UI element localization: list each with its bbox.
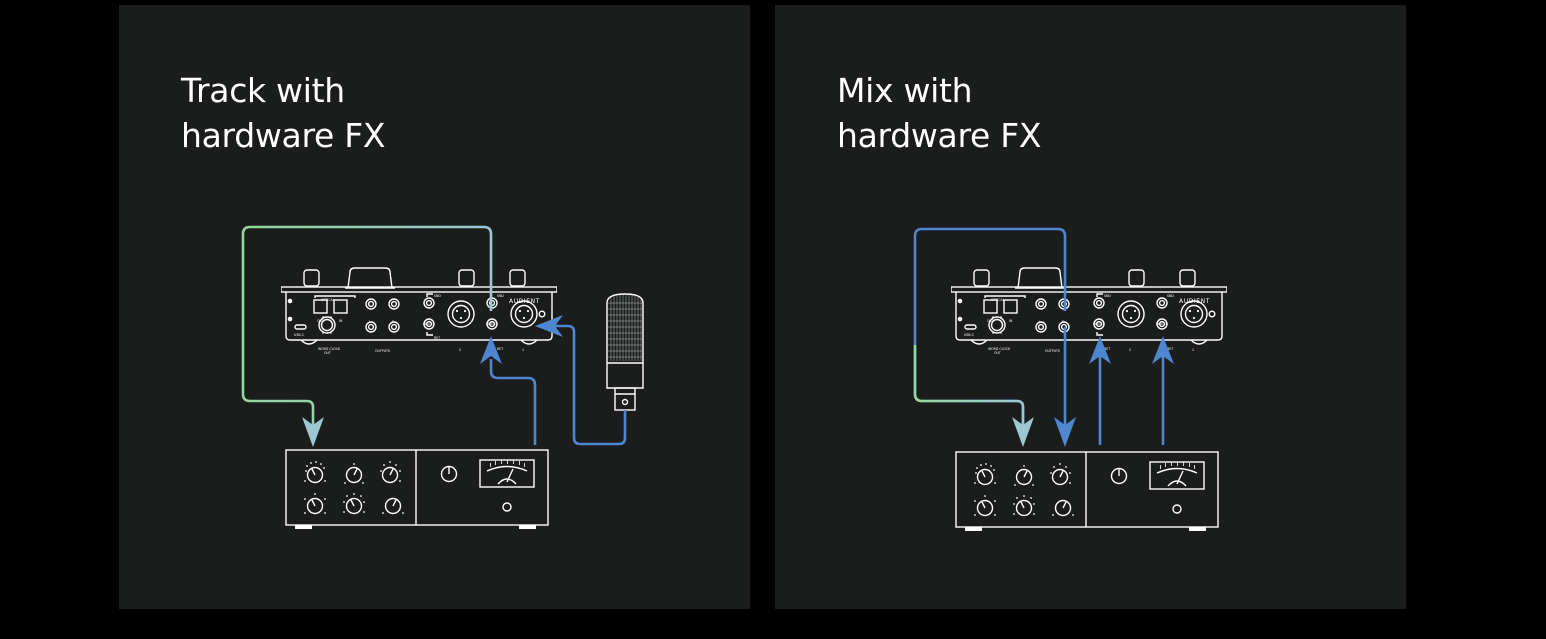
panel-title-line-2: hardware FX [181,116,386,155]
label-insert-1: INSERT [1156,322,1167,326]
brand-label: AUDIENT [509,298,540,305]
panel-track-with-hardware-fx: Track with hardware FX OPTICAL OUT IN US… [119,5,750,609]
label-insert-1: INSERT [486,322,497,326]
label-insert-2: INSERT [1093,322,1104,326]
hardware-fx-unit-illustration [955,451,1219,531]
send-cable-to-fx [241,225,493,433]
brand-label: AUDIENT [1179,298,1210,305]
label-output-r: R [1062,320,1065,324]
mix-routing-diagram: OPTICAL OUT IN USB-C WORD CLOCK OUT L R … [913,227,1227,531]
label-channel-2: 2 [1129,348,1131,352]
panel-title-line-1: Track with [181,71,345,110]
panel-title-line-1: Mix with [837,71,973,110]
panel-title-line-2: hardware FX [837,116,1042,155]
label-insert-2: INSERT [423,322,434,326]
interface-labels: OPTICAL OUT IN USB-C WORD CLOCK OUT L R … [294,294,540,355]
label-word-clock-out: OUT [324,351,331,355]
microphone-illustration [606,293,644,411]
return-ch2-arrowhead [1089,336,1111,364]
audio-interface-illustration [281,267,557,345]
label-output-r: R [392,320,395,324]
label-word-clock-out: OUT [994,351,1001,355]
label-snd-2: SND [1104,294,1111,298]
label-outputs: OUTPUTS [1045,349,1060,353]
panel-title: Track with hardware FX [181,68,386,158]
label-usb-c: USB-C [294,333,305,337]
label-word-clock: WORD CLOCK [318,347,341,351]
audio-interface-illustration [951,267,1227,345]
label-channel-1: 1 [522,348,524,352]
right-output-arrowhead [1054,417,1076,447]
return-cable-from-fx [489,359,537,445]
panel-title: Mix with hardware FX [837,68,1042,158]
label-output-l: L [369,320,371,324]
label-word-clock: WORD CLOCK [988,347,1011,351]
mic-cable [550,324,627,446]
label-optical-in: IN [339,319,343,323]
label-optical-in: IN [1009,319,1013,323]
hardware-fx-unit-illustration [285,449,549,529]
label-optical: OPTICAL [321,298,335,302]
left-output-arrowhead [1012,417,1034,447]
label-snd-1: SND [1167,294,1174,298]
label-channel-2: 2 [459,348,461,352]
mic-cable-arrowhead [535,315,563,337]
send-cable-arrowhead [302,417,324,447]
panel-mix-with-hardware-fx: Mix with hardware FX OPTICAL OUT IN USB-… [775,5,1406,609]
label-output-l: L [1039,320,1041,324]
return-cable-arrowhead [480,336,502,364]
label-optical-out: OUT [317,319,324,323]
label-channel-1: 1 [1192,348,1194,352]
label-ret-1: RET [1167,347,1173,351]
label-ret-2: RET [1104,347,1110,351]
label-optical-out: OUT [987,319,994,323]
label-ret-2: RET [434,336,440,340]
label-usb-c: USB-C [964,333,975,337]
return-ch1-arrowhead [1152,336,1174,364]
track-routing-diagram: OPTICAL OUT IN USB-C WORD CLOCK OUT L R … [241,225,644,529]
left-output-cable-segment [913,345,1025,433]
label-snd-2: SND [434,294,441,298]
label-outputs: OUTPUTS [375,349,390,353]
label-snd-1: SND [497,294,504,298]
left-output-cable-to-fx [913,227,1067,433]
label-ret-1: RET [497,347,503,351]
label-optical: OPTICAL [991,298,1005,302]
interface-labels: OPTICAL OUT IN USB-C WORD CLOCK OUT L R … [964,294,1210,355]
